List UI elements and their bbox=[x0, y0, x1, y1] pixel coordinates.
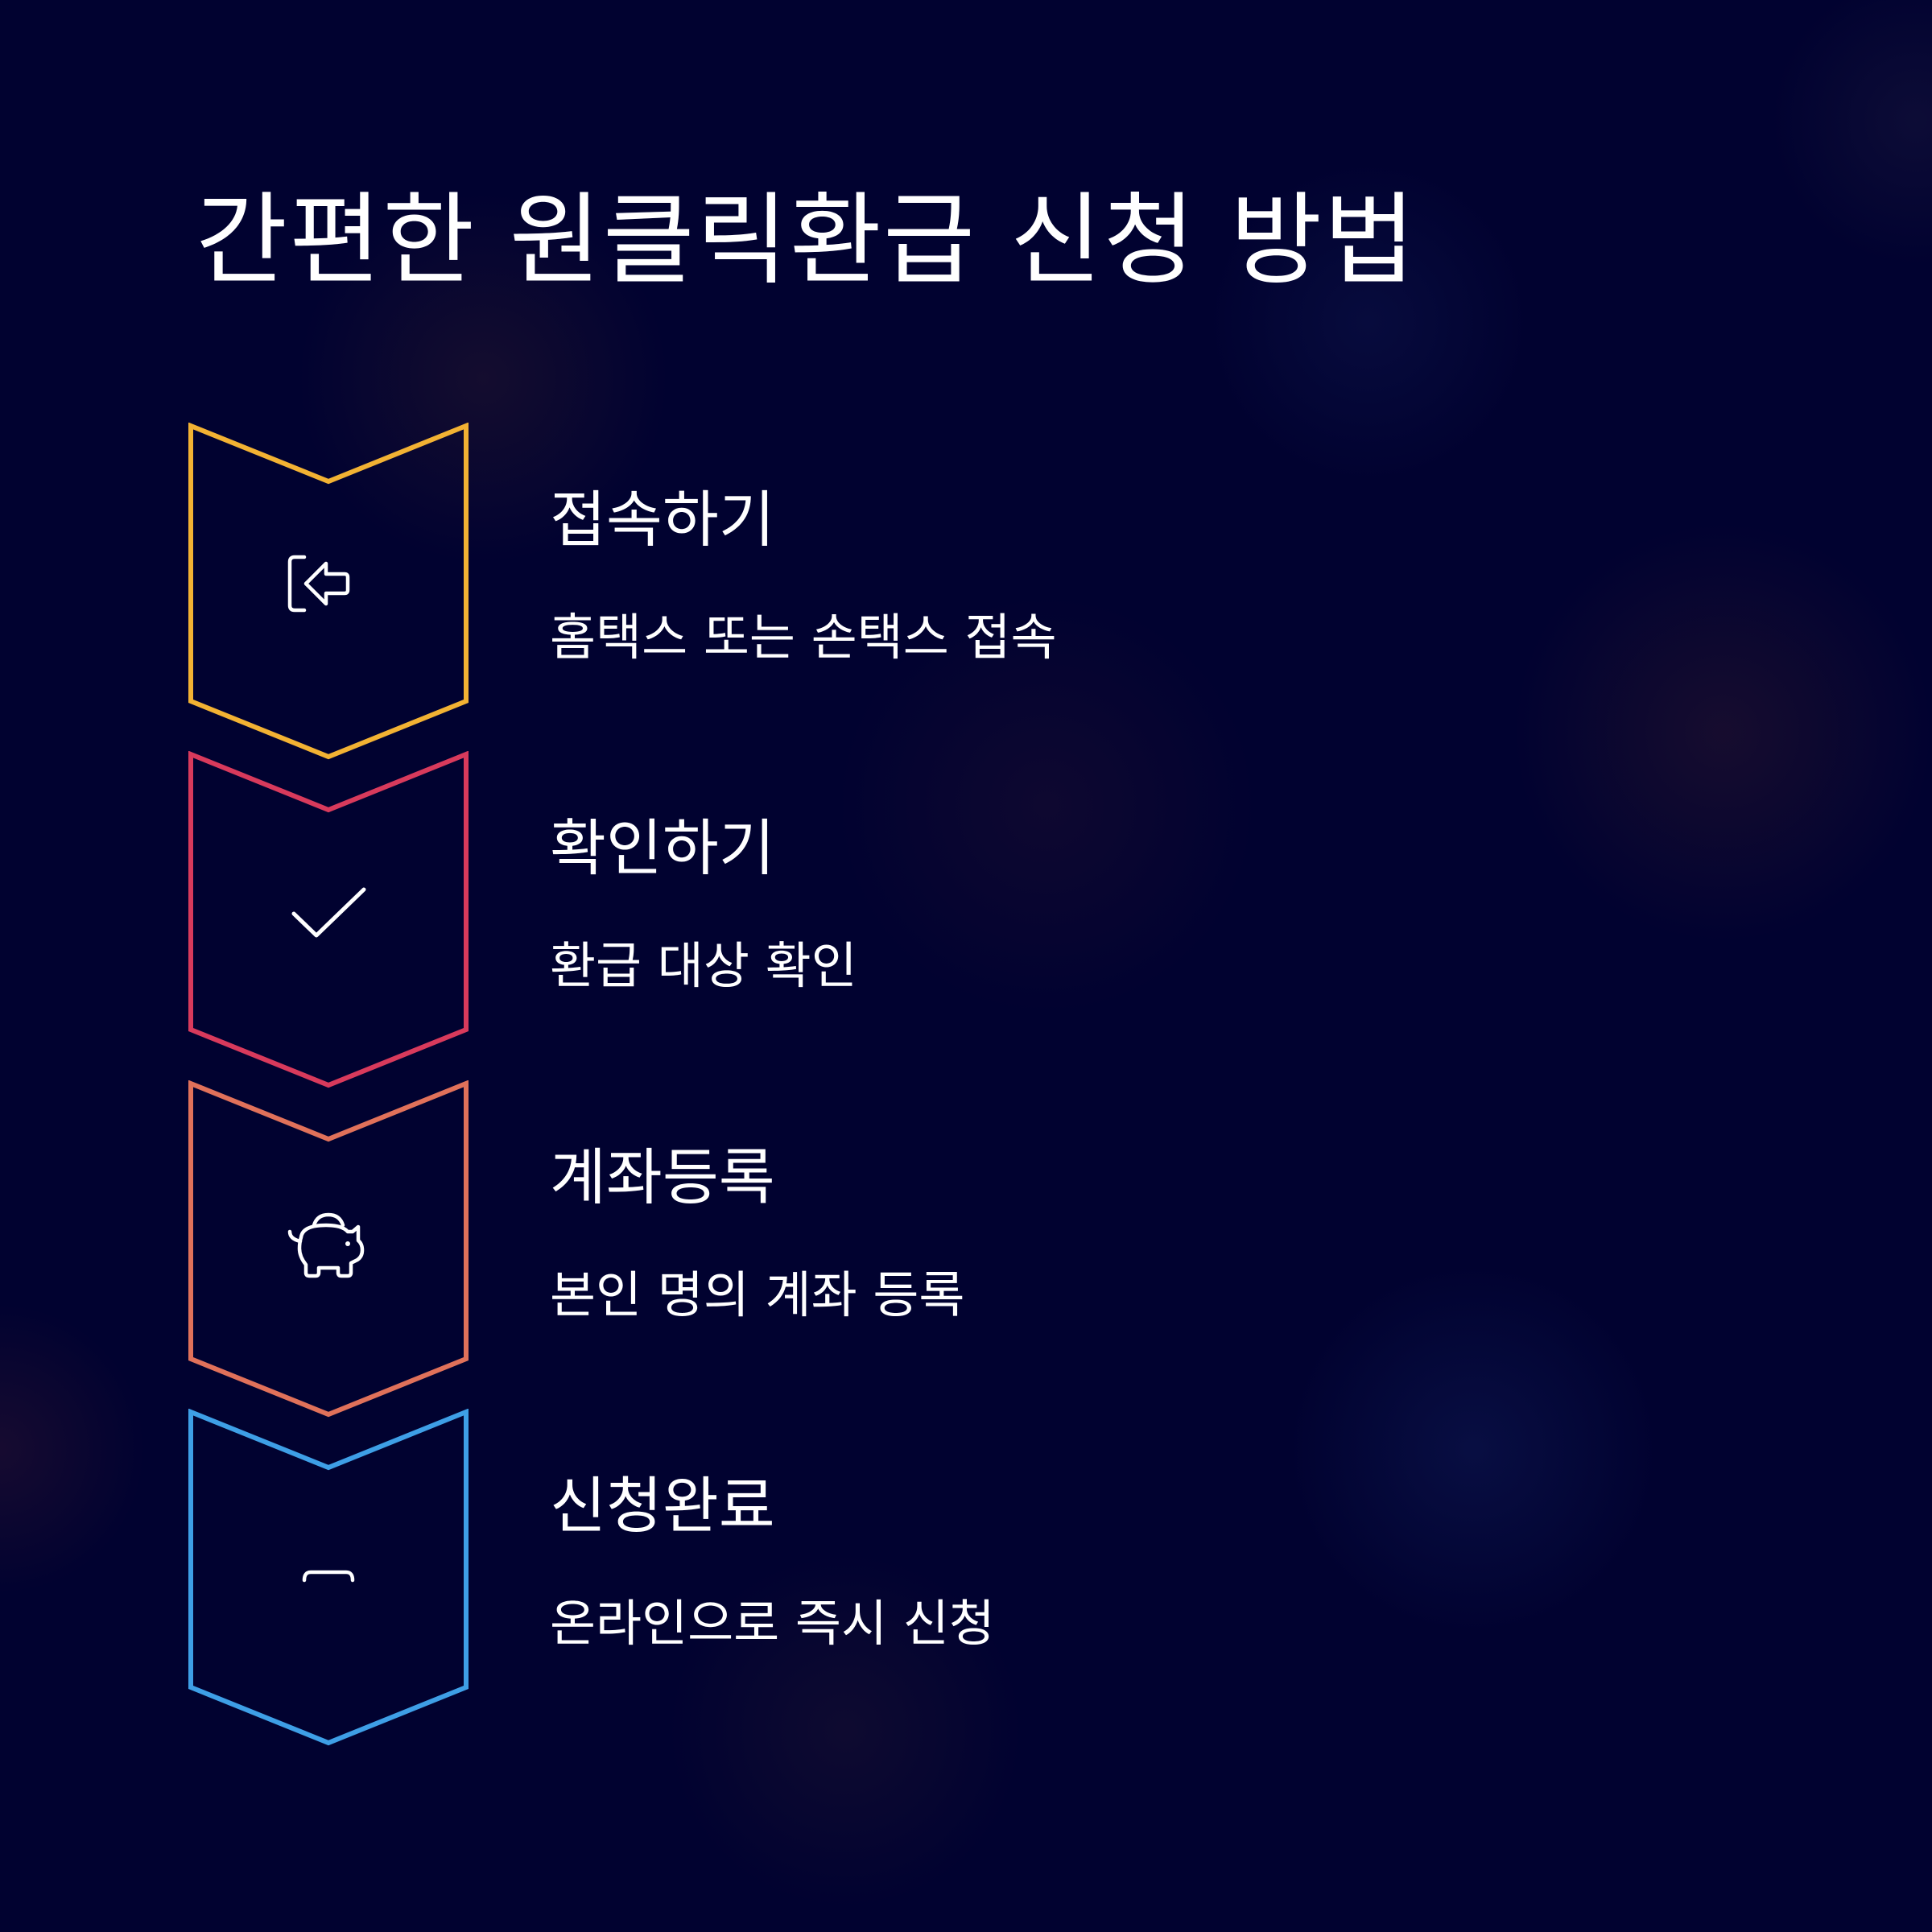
page-title: 간편한 원클릭환급 신청 방법 bbox=[196, 183, 1418, 299]
step-3-chevron bbox=[188, 1080, 469, 1418]
step-1-chevron-shape bbox=[188, 423, 469, 760]
step-4-chevron bbox=[188, 1409, 469, 1746]
step-4-description: 온라인으로 즉시 신청 bbox=[550, 1594, 995, 1653]
step-3-description: 본인 명의 계좌 등록 bbox=[550, 1265, 965, 1324]
minus-icon bbox=[302, 1570, 355, 1583]
check-icon bbox=[291, 887, 366, 938]
step-1: 접속하기 홈택스 또는 손택스 접속 bbox=[0, 423, 1932, 761]
step-1-description: 홈택스 또는 손택스 접속 bbox=[550, 608, 1057, 667]
step-2-description: 환급 대상 확인 bbox=[550, 936, 857, 995]
step-4-title: 신청완료 bbox=[550, 1470, 775, 1542]
login-icon bbox=[287, 555, 350, 613]
step-3-title: 계좌등록 bbox=[550, 1141, 775, 1213]
step-4-chevron-shape bbox=[188, 1409, 469, 1746]
step-2-title: 확인하기 bbox=[550, 812, 775, 884]
step-2: 확인하기 환급 대상 확인 bbox=[0, 751, 1932, 1089]
step-2-chevron-shape bbox=[188, 751, 469, 1088]
step-1-chevron bbox=[188, 423, 469, 760]
piggy-bank-icon bbox=[287, 1212, 365, 1278]
step-2-chevron bbox=[188, 751, 469, 1088]
step-4: 신청완료 온라인으로 즉시 신청 bbox=[0, 1409, 1932, 1747]
step-3: 계좌등록 본인 명의 계좌 등록 bbox=[0, 1080, 1932, 1418]
step-1-title: 접속하기 bbox=[550, 484, 775, 555]
step-3-chevron-shape bbox=[188, 1080, 469, 1418]
